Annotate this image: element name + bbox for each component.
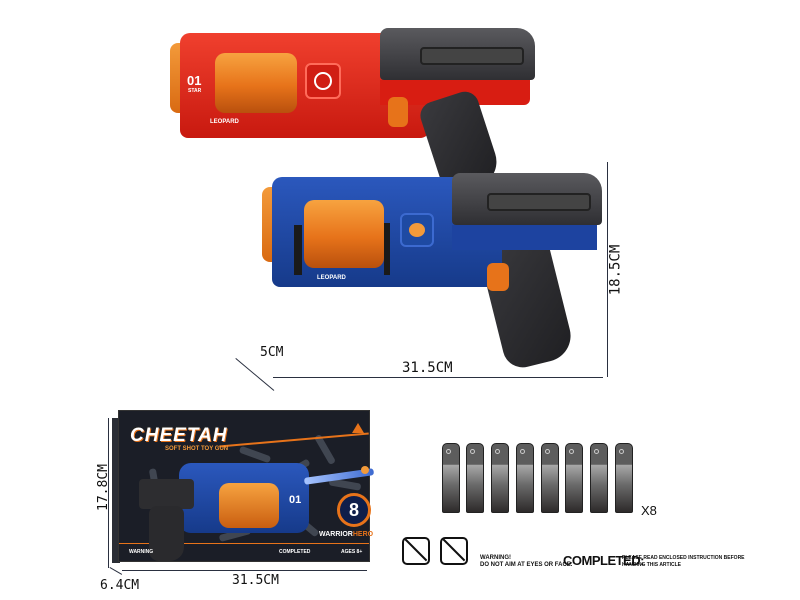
- box-completed: COMPLETED: [279, 549, 311, 555]
- dart: [565, 443, 583, 513]
- depth-label: 5CM: [260, 345, 284, 360]
- brand-logo-icon: [352, 423, 364, 433]
- box-age: AGES 8+: [341, 549, 363, 555]
- series-part2: HERO: [352, 531, 374, 538]
- height-line: [607, 162, 608, 377]
- dart: [590, 443, 608, 513]
- box-dart-tip: [361, 466, 369, 474]
- red-trigger: [388, 97, 408, 127]
- length-label: 31.5CM: [402, 360, 453, 376]
- blue-vent: [487, 193, 591, 211]
- blue-cylinder-bracket-right: [384, 223, 390, 275]
- target-icon: [314, 72, 332, 90]
- box-cylinder-label: 01: [289, 494, 302, 506]
- box-blaster-cylinder: [219, 483, 279, 528]
- box-height-label: 17.8CM: [95, 464, 111, 511]
- completed-label: COMPLETED:: [563, 553, 644, 568]
- bg-dart: [238, 445, 272, 464]
- height-label: 18.5CM: [607, 244, 624, 296]
- box-brand-logo: CHEETAH: [130, 425, 228, 446]
- red-cylinder-sub: STAR: [188, 88, 202, 94]
- blue-lower-frame: [452, 225, 597, 250]
- box-stripe-bottom: [119, 543, 369, 544]
- dart: [615, 443, 633, 513]
- red-vent: [420, 47, 524, 65]
- blue-side-label: LEOPARD: [317, 275, 346, 281]
- blue-cylinder: [304, 200, 384, 268]
- blue-trigger: [487, 263, 509, 291]
- blue-target-badge: [400, 213, 434, 247]
- dart: [491, 443, 509, 513]
- series-part1: WARRIOR: [319, 531, 353, 538]
- product-box: 01 8 WARRIORHERO WARNING COMPLETED AGES …: [118, 410, 375, 562]
- warning-text: DO NOT AIM AT EYES OR FACE.: [480, 562, 573, 568]
- series-label: WARRIORHERO: [319, 531, 373, 538]
- dart: [466, 443, 484, 513]
- box-tagline: SOFT SHOT TOY GUN: [165, 446, 229, 452]
- dart: [442, 443, 460, 513]
- blue-cylinder-bracket-left: [294, 225, 302, 275]
- dart: [541, 443, 559, 513]
- box-warning: WARNING: [129, 549, 154, 555]
- box-width-line: [122, 570, 367, 571]
- red-cylinder: [215, 53, 297, 113]
- completed-text-1: PLEASE READ ENCLOSED INSTRUCTION BEFORE: [622, 555, 745, 561]
- red-target-badge: [305, 63, 341, 99]
- box-stripe: [219, 432, 369, 448]
- box-blaster-grip: [149, 506, 184, 561]
- length-line: [273, 377, 603, 378]
- dart-count-value: 8: [348, 499, 359, 520]
- no-aim-face-icon: [440, 537, 468, 565]
- box-depth-label: 6.4CM: [100, 578, 140, 593]
- box-blaster-cover: [139, 479, 194, 509]
- completed-text-2: HANDING THIS ARTICLE: [622, 562, 681, 568]
- dart-multiplier: X8: [641, 503, 657, 518]
- dart-count-badge: 8: [337, 493, 371, 527]
- blue-blaster: LEOPARD: [262, 165, 602, 372]
- dart: [516, 443, 534, 513]
- target-icon: [409, 223, 425, 237]
- no-aim-eyes-icon: [402, 537, 430, 565]
- box-side: [112, 418, 120, 563]
- red-side-label: LEOPARD: [210, 119, 239, 125]
- box-width-label: 31.5CM: [232, 573, 279, 588]
- box-height-line: [108, 418, 109, 568]
- box-depth-line: [109, 567, 123, 575]
- red-blaster: 01 STAR LEOPARD: [170, 25, 540, 197]
- red-cylinder-label: 01: [187, 73, 202, 88]
- warning-title: WARNING!: [480, 555, 511, 561]
